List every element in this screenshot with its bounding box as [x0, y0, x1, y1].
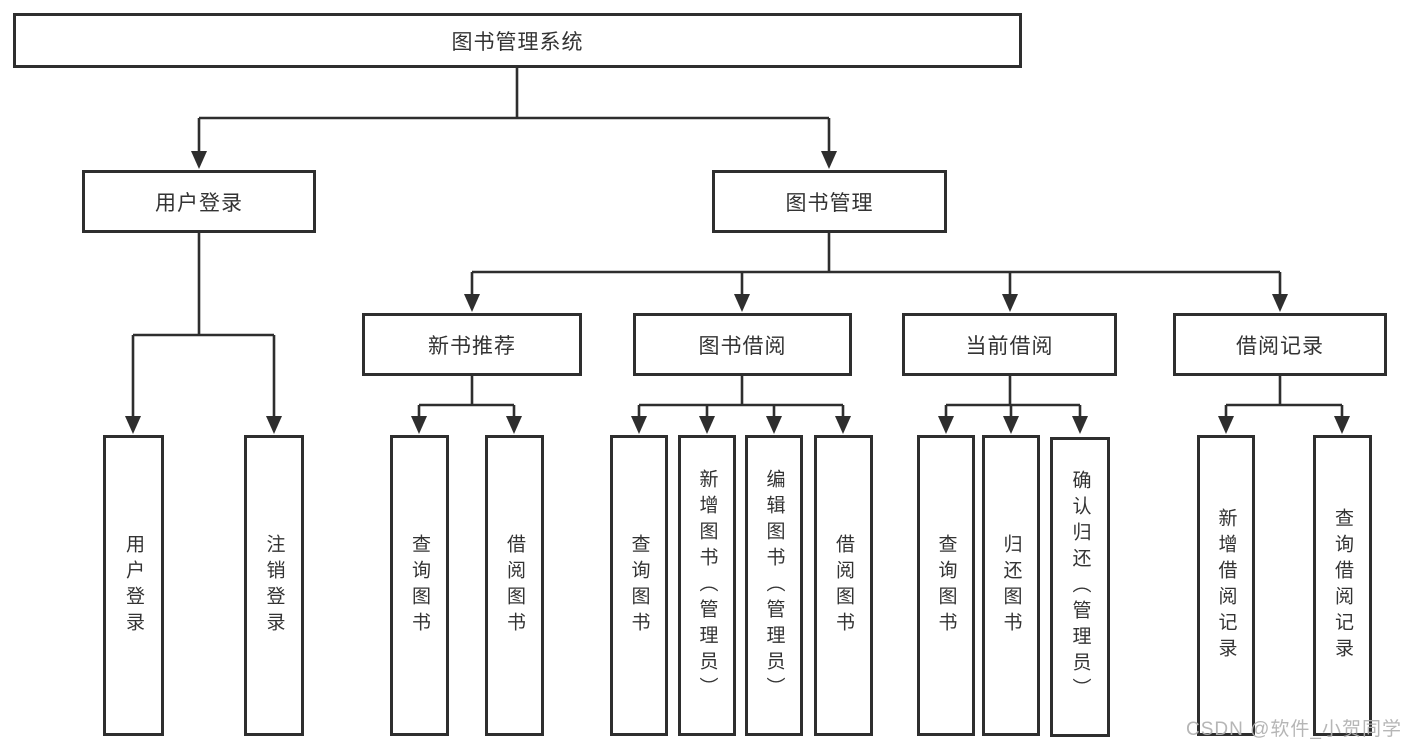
leaf-confirm-return-admin-label: 确认归还（管理员） [1069, 470, 1091, 704]
leaf-recommend-query-books-label: 查询图书 [409, 533, 430, 638]
leaf-borrow-query-books: 查询图书 [610, 435, 668, 736]
leaf-edit-books-admin: 编辑图书（管理员） [745, 435, 803, 736]
node-new-book-recommend: 新书推荐 [362, 313, 582, 376]
leaf-add-borrow-record-label: 新增借阅记录 [1215, 507, 1237, 664]
leaf-borrow-books: 借阅图书 [814, 435, 873, 736]
leaf-add-books-admin-label: 新增图书（管理员） [696, 468, 718, 703]
leaf-add-borrow-record: 新增借阅记录 [1197, 435, 1255, 736]
leaf-confirm-return-admin: 确认归还（管理员） [1050, 437, 1110, 737]
leaf-user-login-label: 用户登录 [123, 533, 144, 638]
node-current-borrow: 当前借阅 [902, 313, 1117, 376]
leaf-logout-label: 注销登录 [263, 533, 285, 638]
csdn-watermark: CSDN @软件_小贺同学 [1186, 719, 1402, 740]
leaf-recommend-query-books: 查询图书 [390, 435, 449, 736]
leaf-logout: 注销登录 [244, 435, 304, 736]
leaf-add-books-admin: 新增图书（管理员） [678, 435, 736, 736]
leaf-edit-books-admin-label: 编辑图书（管理员） [763, 468, 785, 703]
leaf-recommend-borrow-books: 借阅图书 [485, 435, 544, 736]
node-book-borrow: 图书借阅 [633, 313, 852, 376]
leaf-current-query-books-label: 查询图书 [935, 533, 957, 638]
node-book-management-branch: 图书管理 [712, 170, 947, 233]
leaf-user-login: 用户登录 [103, 435, 164, 736]
leaf-query-borrow-record: 查询借阅记录 [1313, 435, 1372, 736]
node-root-system: 图书管理系统 [13, 13, 1022, 68]
leaf-borrow-books-label: 借阅图书 [833, 533, 854, 638]
leaf-query-borrow-record-label: 查询借阅记录 [1332, 507, 1353, 664]
node-borrow-records: 借阅记录 [1173, 313, 1387, 376]
arrowheads [125, 151, 1350, 434]
leaf-recommend-borrow-books-label: 借阅图书 [504, 533, 525, 638]
leaf-return-books-label: 归还图书 [1000, 533, 1022, 638]
leaf-borrow-query-books-label: 查询图书 [628, 533, 650, 638]
leaf-current-query-books: 查询图书 [917, 435, 975, 736]
node-user-login-branch: 用户登录 [82, 170, 316, 233]
leaf-return-books: 归还图书 [982, 435, 1040, 736]
